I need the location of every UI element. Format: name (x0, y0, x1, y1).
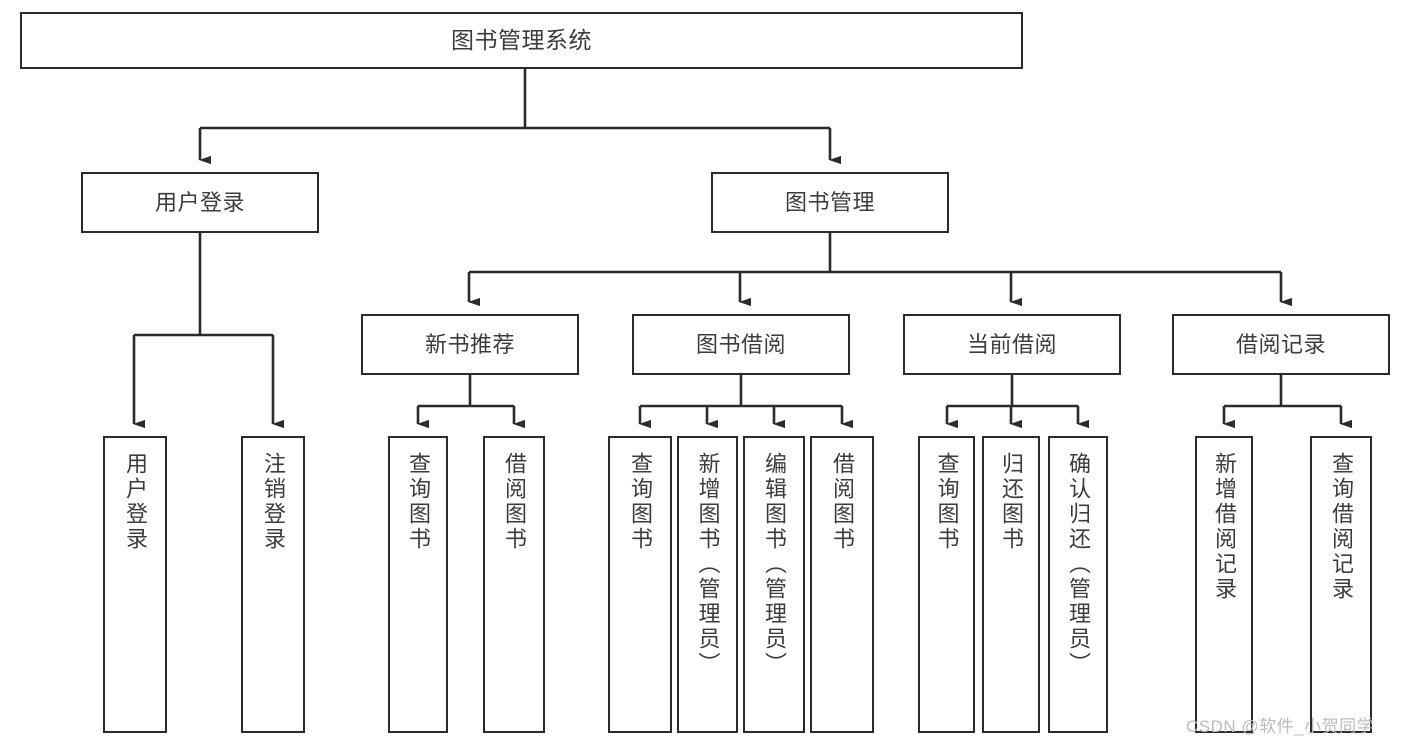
watermark: CSDN @软件_小贺同学 (1186, 717, 1375, 736)
node-root-label: 图书管理系统 (451, 27, 592, 54)
node-leaf-query-book-2-label: 查询图书 (628, 452, 653, 552)
node-leaf-query-book-3[interactable]: 查询图书 (918, 436, 975, 733)
node-leaf-query-book-1-label: 查询图书 (406, 452, 431, 552)
node-leaf-confirm-return-label: 确认归还（管理员） (1066, 452, 1091, 677)
node-leaf-query-book-1[interactable]: 查询图书 (388, 436, 448, 733)
node-leaf-query-book-3-label: 查询图书 (934, 452, 960, 552)
node-leaf-user-login-label: 用户登录 (123, 452, 148, 552)
node-leaf-add-record[interactable]: 新增借阅记录 (1195, 436, 1253, 733)
node-leaf-add-record-label: 新增借阅记录 (1212, 452, 1237, 602)
node-leaf-user-login[interactable]: 用户登录 (103, 436, 167, 733)
node-leaf-edit-book-label: 编辑图书（管理员） (762, 452, 787, 677)
node-leaf-return-book-label: 归还图书 (999, 452, 1024, 552)
node-current-borrow[interactable]: 当前借阅 (903, 314, 1121, 375)
node-leaf-confirm-return[interactable]: 确认归还（管理员） (1048, 436, 1108, 733)
node-leaf-query-record[interactable]: 查询借阅记录 (1310, 436, 1372, 733)
node-leaf-return-book[interactable]: 归还图书 (982, 436, 1040, 733)
node-borrow-record[interactable]: 借阅记录 (1172, 314, 1390, 375)
node-leaf-borrow-book-2[interactable]: 借阅图书 (810, 436, 874, 733)
node-leaf-add-book-label: 新增图书（管理员） (695, 452, 721, 677)
node-user-login-label: 用户登录 (154, 189, 245, 215)
node-leaf-borrow-book-1-label: 借阅图书 (502, 452, 527, 552)
node-leaf-borrow-book-2-label: 借阅图书 (830, 452, 855, 552)
node-leaf-edit-book[interactable]: 编辑图书（管理员） (743, 436, 805, 733)
node-leaf-logout-label: 注销登录 (261, 452, 286, 552)
node-book-manage[interactable]: 图书管理 (711, 172, 949, 233)
node-leaf-add-book[interactable]: 新增图书（管理员） (677, 436, 738, 733)
node-current-borrow-label: 当前借阅 (966, 331, 1057, 357)
node-root[interactable]: 图书管理系统 (20, 12, 1023, 69)
node-book-borrow[interactable]: 图书借阅 (632, 314, 850, 375)
node-book-borrow-label: 图书借阅 (695, 331, 786, 357)
node-leaf-borrow-book-1[interactable]: 借阅图书 (483, 436, 545, 733)
node-new-book-recommend[interactable]: 新书推荐 (361, 314, 579, 375)
node-leaf-logout[interactable]: 注销登录 (241, 436, 305, 733)
node-user-login[interactable]: 用户登录 (81, 172, 319, 233)
node-borrow-record-label: 借阅记录 (1235, 331, 1326, 357)
node-leaf-query-book-2[interactable]: 查询图书 (608, 436, 672, 733)
node-leaf-query-record-label: 查询借阅记录 (1329, 452, 1354, 602)
node-book-manage-label: 图书管理 (784, 189, 875, 215)
node-new-book-recommend-label: 新书推荐 (424, 331, 515, 357)
